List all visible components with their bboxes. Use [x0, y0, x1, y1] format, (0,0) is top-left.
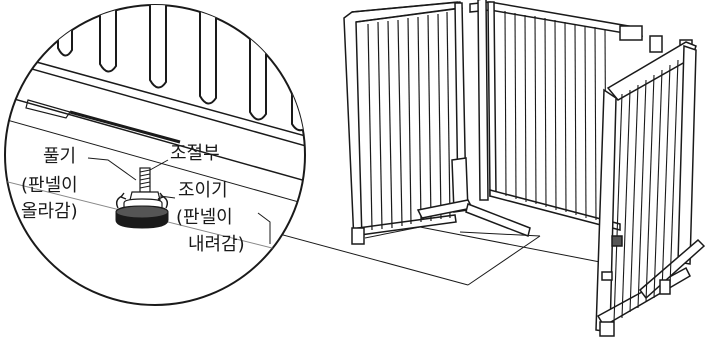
release-note-line-1: (판넬이 [21, 175, 78, 196]
panel-foot [351, 227, 365, 245]
release-note-line-2: 올라감) [21, 201, 78, 222]
gate-panel [595, 41, 705, 337]
tighten-note-line-2: 내려감) [188, 234, 245, 255]
callout-leader [249, 225, 541, 286]
adjuster-screw [115, 167, 169, 229]
release-label: 풀기 [43, 146, 77, 167]
adjuster-label: 조절부 [170, 143, 220, 164]
floor-shadow [364, 226, 601, 263]
left-panel [343, 1, 467, 243]
back-panel-slats [504, 10, 607, 224]
hinge-block [619, 25, 643, 41]
back-panel [469, 0, 693, 231]
tighten-note-line-1: (판넬이 [176, 207, 233, 228]
tighten-label: 조이기 [178, 180, 228, 201]
corner-foot [416, 157, 531, 238]
label-leaders [87, 157, 271, 244]
left-panel-slats [367, 11, 451, 231]
playpen [343, 0, 705, 337]
gate-panel-slats [613, 59, 679, 323]
